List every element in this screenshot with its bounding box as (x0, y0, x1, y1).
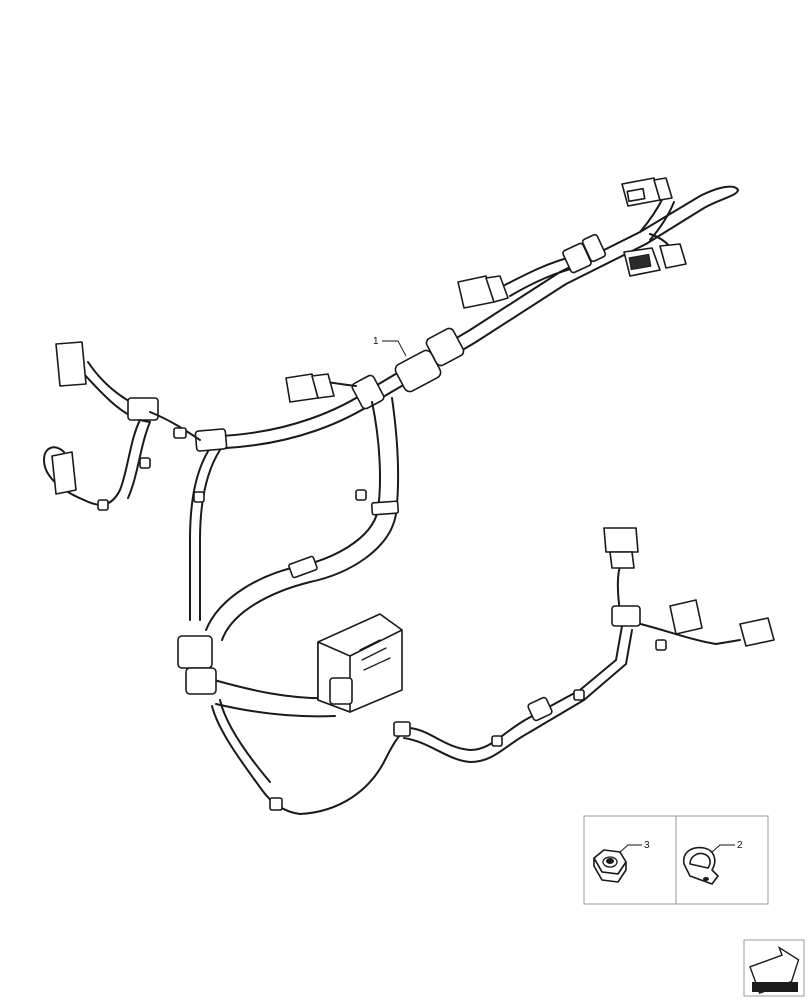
previous-page-arrow-icon[interactable] (743, 939, 805, 997)
thick-trunk-lower (213, 679, 336, 718)
branch-left-connector (285, 373, 357, 403)
p-clamp-icon (682, 846, 719, 885)
harness-clips (97, 427, 667, 811)
left-vertical-branch (189, 428, 228, 621)
callout-1: 1 (373, 336, 407, 357)
junction-1 (351, 327, 465, 410)
branch-top-right (621, 177, 675, 241)
lower-right-branch (299, 625, 633, 815)
control-module (317, 613, 403, 713)
far-left-connectors (43, 341, 201, 506)
lower-left-hub (177, 635, 301, 815)
callout-1-label: 1 (373, 336, 379, 347)
branch-mid-top (457, 233, 607, 309)
thick-trunk-down (205, 397, 400, 641)
branch-right-connectors (623, 233, 687, 277)
hex-nut-icon (593, 849, 627, 883)
callout-3-label: 3 (644, 840, 650, 851)
callout-2-label: 2 (737, 840, 743, 851)
parts-inset: 3 2 (583, 815, 769, 905)
right-cluster (603, 527, 775, 647)
